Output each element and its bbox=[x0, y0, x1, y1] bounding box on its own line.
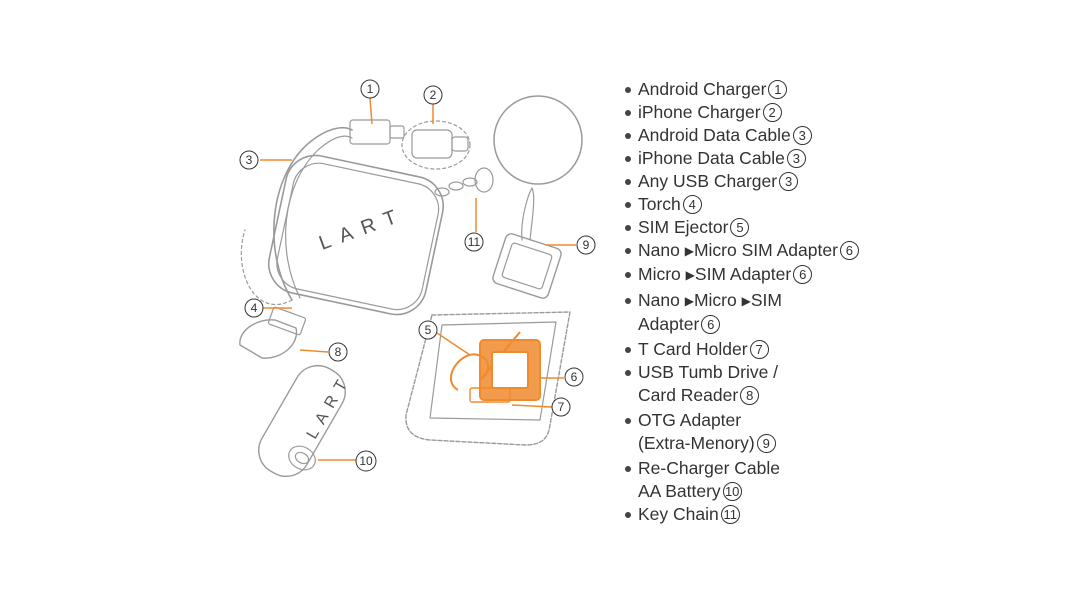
arrow-right-icon: ▶ bbox=[684, 294, 694, 308]
t-card-holder bbox=[469, 387, 511, 403]
callout-7: 7 bbox=[558, 400, 565, 414]
case-open-tray bbox=[405, 311, 571, 446]
callout-6: 6 bbox=[571, 370, 578, 384]
callout-3: 3 bbox=[246, 153, 253, 167]
callout-11: 11 bbox=[468, 235, 481, 249]
product-exploded-diagram: LART LART 1 2 3 4 5 6 7 8 9 11 10 bbox=[239, 79, 596, 478]
main-case bbox=[267, 154, 445, 316]
battery-logo: LART bbox=[304, 371, 355, 442]
callout-1: 1 bbox=[367, 82, 374, 96]
otg-adapter bbox=[492, 187, 562, 299]
callout-2: 2 bbox=[430, 88, 437, 102]
arrow-right-icon: ▶ bbox=[685, 268, 695, 282]
key-ring bbox=[493, 95, 583, 185]
case-logo: LART bbox=[316, 203, 409, 255]
callout-8: 8 bbox=[335, 345, 342, 359]
key-chain bbox=[434, 167, 494, 197]
aa-battery bbox=[258, 364, 346, 478]
feature-item: OTG Adapter(Extra-Menory)9 bbox=[624, 409, 859, 455]
callout-4: 4 bbox=[251, 301, 258, 315]
cable-loop bbox=[273, 127, 353, 301]
usb-drive bbox=[239, 306, 307, 359]
arrow-right-icon: ▶ bbox=[741, 294, 751, 308]
callout-5: 5 bbox=[425, 323, 432, 337]
callout-10: 10 bbox=[359, 454, 373, 468]
android-charger-connector bbox=[349, 119, 405, 145]
iphone-charger-connector bbox=[401, 120, 471, 170]
callout-9: 9 bbox=[583, 238, 590, 252]
arrow-right-icon: ▶ bbox=[684, 244, 694, 258]
